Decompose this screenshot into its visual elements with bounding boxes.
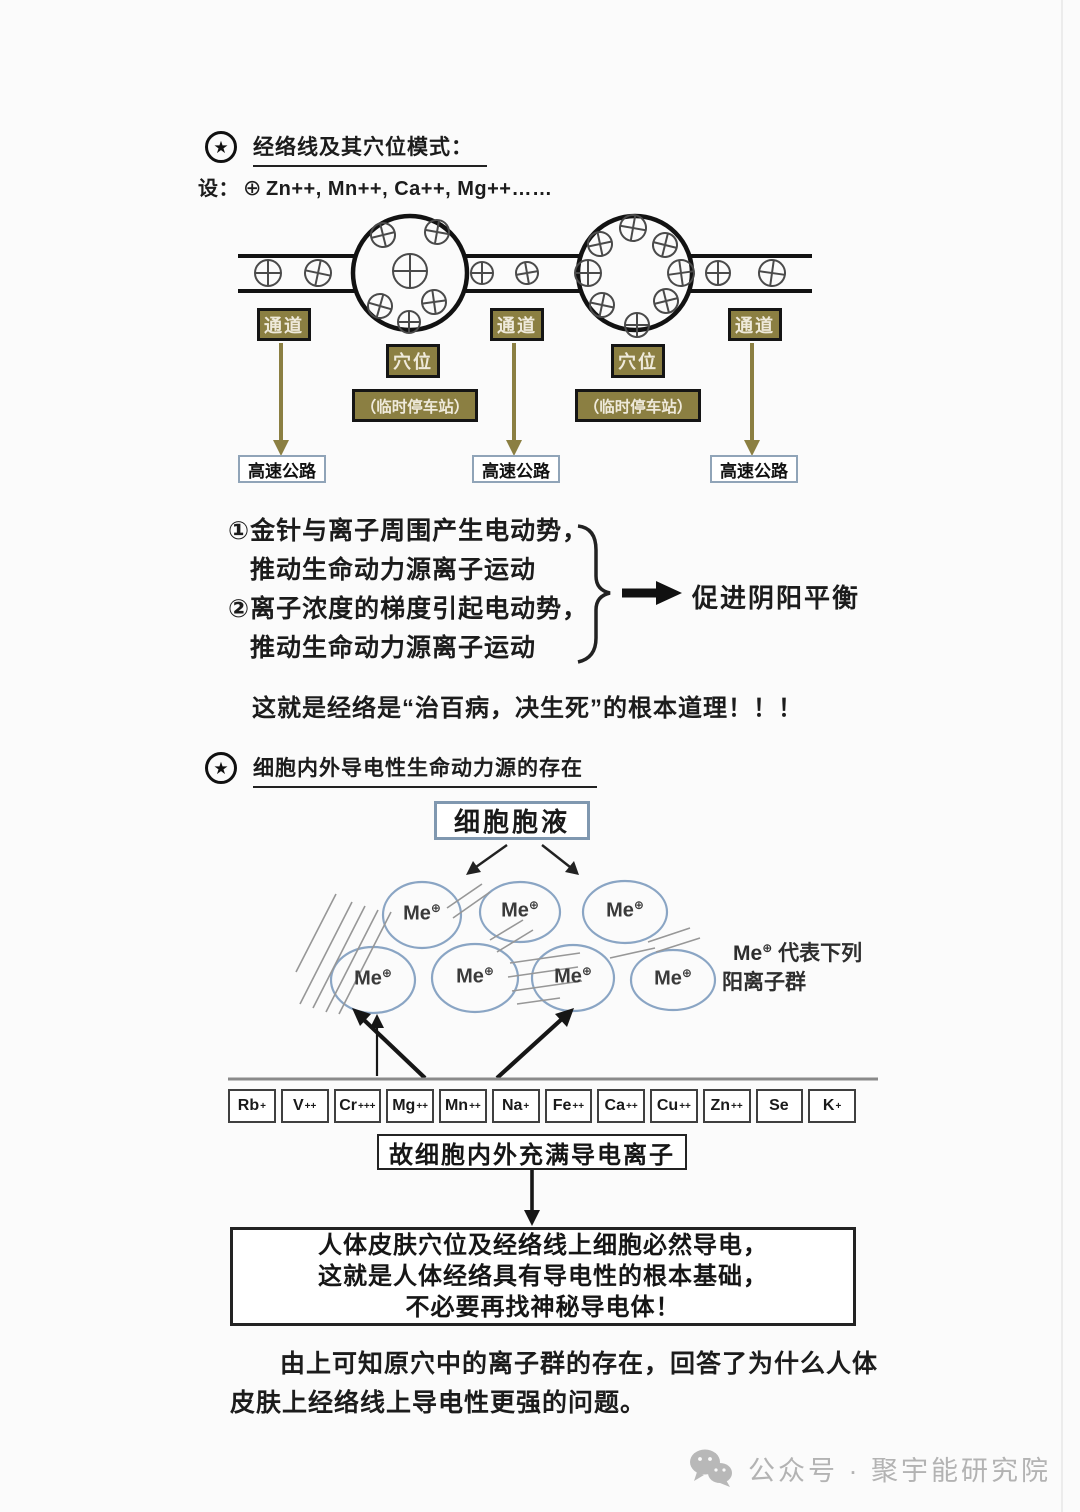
section1-title: 经络线及其穴位模式：: [253, 131, 487, 167]
star-icon: ★: [205, 752, 237, 784]
point1-line2: 推动生命动力源离子运动: [250, 556, 537, 584]
highway-label-2: 高速公路: [472, 455, 560, 483]
ion-box: Se: [755, 1089, 804, 1123]
section1-header: ★ 经络线及其穴位模式：: [205, 131, 487, 167]
plus-ion-icons: [254, 214, 786, 338]
premise-line: 设：⊕Zn++, Mn++, Ca++, Mg++……: [198, 172, 552, 201]
result-box: 人体皮肤穴位及经络线上细胞必然导电， 这就是人体经络具有导电性的根本基础， 不必…: [230, 1227, 856, 1326]
ion-box: Cr+++: [333, 1089, 382, 1123]
oplus-icon: ⊕: [243, 175, 262, 200]
ion-box: Mn++: [439, 1089, 487, 1123]
me-ion-label: Me⊕: [403, 901, 441, 925]
promote-arrow: [622, 581, 682, 605]
ion-row: Rb+ V++ Cr+++ Mg++ Mn++ Na+ Fe++ Ca++ Cu…: [228, 1089, 856, 1123]
cytosol-arrows: [466, 844, 579, 875]
footer-label: 公众号 · 聚宇能研究院: [748, 1455, 1051, 1486]
meridian-tube: [238, 254, 812, 293]
highway-label-1: 高速公路: [238, 455, 326, 483]
closing-paragraph: 由上可知原穴中的离子群的存在，回答了为什么人体 皮肤上经络线上导电性更强的问题。: [230, 1345, 890, 1423]
point2-line2: 推动生命动力源离子运动: [250, 634, 537, 662]
section2-header: ★ 细胞内外导电性生命动力源的存在: [205, 752, 597, 788]
premise-prefix: 设：: [198, 178, 239, 200]
brace: [577, 524, 611, 664]
point1-line1: ①金针与离子周围产生电动势，: [228, 517, 589, 545]
section1-conclusion: 这就是经络是“治百病，决生死”的根本道理！！！: [252, 695, 803, 722]
highway-label-3: 高速公路: [710, 455, 798, 483]
station-label-2: （临时停车站）: [575, 389, 701, 422]
points-block: ①金针与离子周围产生电动势， 推动生命动力源离子运动 ②离子浓度的梯度引起电动势…: [228, 512, 588, 668]
closing-line-1: 由上可知原穴中的离子群的存在，回答了为什么人体: [280, 1350, 879, 1378]
section2-title: 细胞内外导电性生命动力源的存在: [253, 752, 597, 788]
ion-box: Cu++: [650, 1089, 698, 1123]
result-line-2: 这就是人体经络具有导电性的根本基础，: [318, 1263, 768, 1290]
me-ion-label: Me⊕: [654, 966, 692, 990]
ion-box: Na+: [491, 1089, 540, 1123]
me-ion-label: Me⊕: [501, 898, 539, 922]
channel-arrows: [273, 343, 760, 456]
channel-label-1: 通道: [257, 308, 311, 341]
ion-box: Zn++: [702, 1089, 751, 1123]
ion-box: K+: [808, 1089, 856, 1123]
station-label-1: （临时停车站）: [352, 389, 478, 422]
cytosol-box: 细胞胞液: [434, 801, 590, 840]
ion-box: Rb+: [228, 1089, 276, 1123]
ion-box: Ca++: [597, 1089, 645, 1123]
page-edge-line: [1061, 0, 1063, 1512]
me-ion-label: Me⊕: [606, 898, 644, 922]
closing-line-2: 皮肤上经络线上导电性更强的问题。: [230, 1389, 647, 1417]
wechat-icon: [690, 1449, 732, 1487]
acupoint-label-2: 穴位: [611, 344, 665, 378]
ion-box: V++: [280, 1089, 329, 1123]
me-ion-label: Me⊕: [354, 966, 392, 990]
star-icon: ★: [205, 131, 237, 163]
me-ion-label: Me⊕: [554, 964, 592, 988]
me-note: Me⊕ 代表下列 阳离子群: [722, 941, 863, 994]
result-line-3: 不必要再找神秘导电体！: [405, 1294, 681, 1321]
result-line-1: 人体皮肤穴位及经络线上细胞必然导电，: [318, 1232, 768, 1259]
channel-label-2: 通道: [490, 308, 544, 341]
hatch-lines: [295, 883, 701, 1015]
premise-ions: Zn++, Mn++, Ca++, Mg++……: [265, 178, 553, 200]
footer-watermark: 公众号 · 聚宇能研究院: [688, 1448, 1051, 1488]
point2-line1: ②离子浓度的梯度引起电动势，: [228, 595, 589, 623]
channel-label-3: 通道: [728, 308, 782, 341]
down-arrow: [524, 1170, 540, 1226]
acupoint-label-1: 穴位: [386, 344, 440, 378]
ion-up-arrows: [352, 1008, 574, 1080]
cell-ellipses: [329, 879, 717, 1015]
promote-result: 促进阴阳平衡: [692, 583, 861, 613]
ion-conclusion-box: 故细胞内外充满导电离子: [377, 1134, 687, 1170]
ion-box: Mg++: [386, 1089, 434, 1123]
ion-box: Fe++: [544, 1089, 593, 1123]
me-ion-label: Me⊕: [456, 964, 494, 988]
